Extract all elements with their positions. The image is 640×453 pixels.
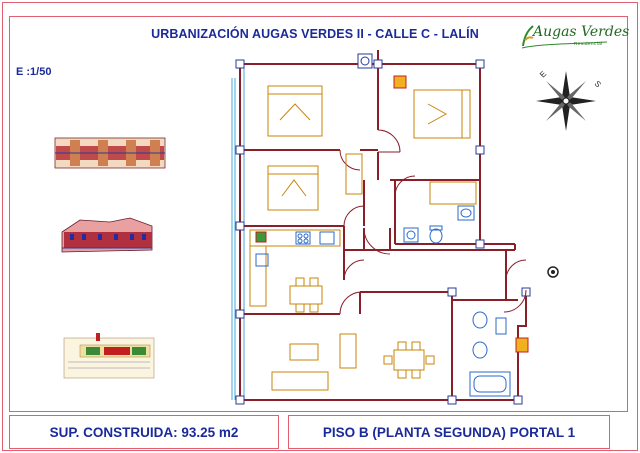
entrance-intercom-icon <box>547 266 559 278</box>
boiler-units <box>255 53 529 353</box>
kitchen-appliances <box>295 231 335 245</box>
unit-info-box: PISO B (PLANTA SEGUNDA) PORTAL 1 <box>288 415 610 449</box>
logo-name: Augas Verdes <box>533 24 630 40</box>
compass-rose-icon <box>536 71 596 131</box>
drawing-frame <box>9 16 628 412</box>
bathroom-fixtures-lower <box>469 311 511 397</box>
site-plan-thumbnail <box>63 333 155 379</box>
building-thumbnail-middle <box>61 217 153 253</box>
augas-verdes-logo: Augas Verdes Residencial <box>519 22 629 52</box>
scale-label: E :1/50 <box>16 66 52 78</box>
bed-main-bedroom <box>267 85 323 137</box>
dining-set-living <box>383 341 435 379</box>
living-room-sofas <box>271 333 357 391</box>
bed-second-bedroom <box>267 153 363 211</box>
building-thumbnail-top <box>54 137 166 169</box>
facade-glazing <box>231 62 245 400</box>
dining-set-kitchen <box>289 277 323 313</box>
structural-pillars <box>235 59 531 405</box>
compass-label-east: E <box>538 69 548 79</box>
compass-label-south: S <box>593 79 603 89</box>
bed-top-right-bedroom <box>413 89 477 205</box>
built-area-box: SUP. CONSTRUIDA: 93.25 m2 <box>9 415 279 449</box>
logo-tagline: Residencial <box>574 41 603 46</box>
walls <box>239 50 527 401</box>
bathroom-fixtures-upper <box>403 205 475 244</box>
page-title: URBANIZACIÓN AUGAS VERDES II - CALLE C -… <box>151 27 479 41</box>
door-swings <box>339 129 527 315</box>
kitchen-counters <box>249 229 341 307</box>
